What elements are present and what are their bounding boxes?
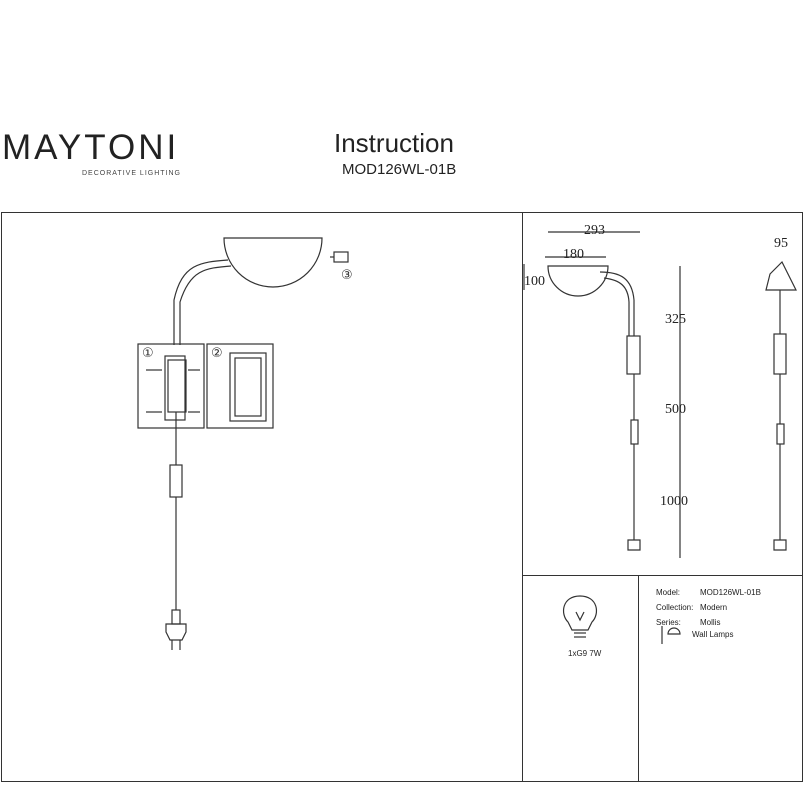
dim-cable-plug: 1000 [660,494,688,509]
brand-tagline: DECORATIVE LIGHTING [82,170,181,177]
bulb-icon [562,595,598,638]
step-2-label: ② [211,346,223,361]
spec-series-label: Series: [656,618,681,627]
step-3-bulb [330,251,349,263]
spec-model-label: Model: [656,588,681,597]
wall-lamp-icon [661,626,681,644]
spec-collection-label: Collection: [656,603,694,612]
brand-logo: MAYTONI [2,128,180,167]
step-1-label: ① [142,346,154,361]
dimension-drawing-front [523,231,681,558]
frame-divider-horizontal [522,575,803,576]
spec-series-value: Mollis [700,618,721,627]
page-title: Instruction [334,128,454,158]
step-3-label: ③ [341,268,353,283]
spec-collection-value: Modern [700,603,728,612]
dim-shade-height: 100 [524,274,545,289]
page-model: MOD126WL-01B [342,161,457,178]
spec-type-value: Wall Lamps [692,630,734,639]
frame-divider-vertical [522,212,523,782]
dim-shade-width: 180 [563,247,584,262]
step-2-box [206,343,274,429]
dim-cable-switch: 500 [665,402,686,417]
dim-side-width: 95 [774,236,788,251]
drawing-frame [1,212,803,782]
main-lamp-drawing [165,237,323,650]
dim-total-width: 293 [584,223,605,238]
frame-divider-spec [638,575,639,782]
dimension-drawing-side [765,260,797,551]
step-1-box [137,343,205,429]
bulb-label: 1xG9 7W [568,649,602,658]
dim-arm: 325 [665,312,686,327]
spec-model-value: MOD126WL-01B [700,588,761,597]
